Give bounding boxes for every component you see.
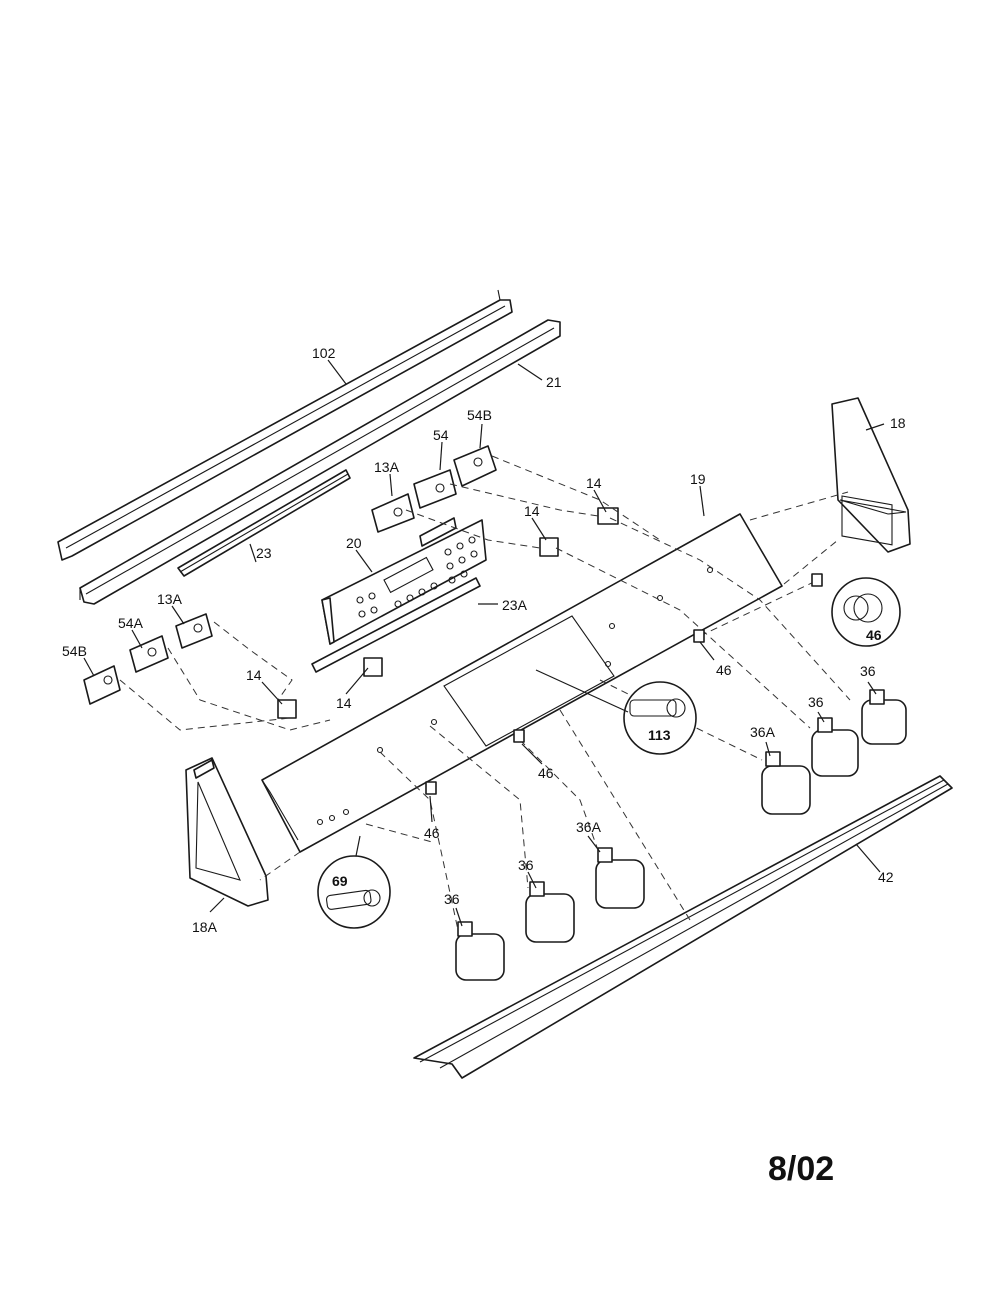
part-14-clip-b — [539, 537, 559, 557]
callout-54b-left: 54B — [62, 643, 87, 659]
callout-36-c: 36 — [518, 857, 534, 873]
part-20-control-panel — [321, 517, 487, 645]
callout-36-a: 36 — [860, 663, 876, 679]
part-46-fastener-right — [693, 629, 705, 643]
detail-circle-69 — [317, 855, 391, 929]
callout-20: 20 — [346, 535, 362, 551]
part-18a-left-bracket — [185, 757, 269, 907]
callout-36-d: 36 — [444, 891, 460, 907]
callout-labels: 102 21 54B 54 13A 18 19 14 14 20 23 23A … — [62, 345, 906, 935]
callout-36a-right: 36A — [750, 724, 776, 740]
part-21-channel — [79, 319, 561, 605]
callout-69: 69 — [332, 873, 348, 889]
part-46-fastener-mid — [513, 729, 525, 743]
part-36a-knob-mid — [595, 847, 645, 909]
callout-54b-top: 54B — [467, 407, 492, 423]
part-42-bottom-extrusion — [413, 775, 953, 1079]
callout-13a-top: 13A — [374, 459, 400, 475]
part-46-fastener-left — [425, 781, 437, 795]
callout-18a: 18A — [192, 919, 218, 935]
part-46-fastener-top — [811, 573, 823, 587]
callout-14-d: 14 — [336, 695, 352, 711]
callout-23: 23 — [256, 545, 272, 561]
callout-46-b: 46 — [538, 765, 554, 781]
callout-54-top: 54 — [433, 427, 449, 443]
date-stamp: 8/02 — [768, 1150, 835, 1188]
callout-36-b: 36 — [808, 694, 824, 710]
part-23-trim-strip — [177, 469, 351, 577]
callout-113: 113 — [648, 727, 671, 743]
callout-42: 42 — [878, 869, 894, 885]
part-54a-left-switch — [129, 635, 169, 673]
part-19-backguard — [261, 513, 783, 853]
part-54-top-switch — [413, 469, 457, 509]
callout-102: 102 — [312, 345, 336, 361]
part-13a-left-switch — [175, 613, 213, 649]
part-36a-knob-right — [761, 751, 811, 815]
callout-54a: 54A — [118, 615, 144, 631]
part-36-knob-right — [811, 717, 859, 777]
callout-36a-mid: 36A — [576, 819, 602, 835]
part-36-knob-left — [455, 921, 505, 981]
callout-46-a: 46 — [716, 662, 732, 678]
part-102-rail — [57, 289, 513, 561]
callout-46-circle: 46 — [866, 627, 882, 643]
part-14-clip-a — [597, 507, 619, 525]
callout-21: 21 — [546, 374, 562, 390]
part-54b-left-switch — [83, 665, 121, 705]
part-36-knob-mid — [525, 881, 575, 943]
part-36-knob-far-right — [861, 689, 907, 745]
leader-lines — [83, 359, 885, 927]
callout-13a-left: 13A — [157, 591, 183, 607]
keypad-buttons — [356, 536, 478, 618]
callout-14-c: 14 — [246, 667, 262, 683]
callout-23a: 23A — [502, 597, 528, 613]
detail-circle-46 — [831, 577, 901, 647]
callout-46-c: 46 — [424, 825, 440, 841]
callout-14-a: 14 — [586, 475, 602, 491]
part-13a-top-switch — [371, 493, 415, 533]
part-23a-lower-trim — [311, 577, 481, 673]
part-18-right-bracket — [831, 397, 911, 553]
part-54b-top-switch — [453, 445, 497, 487]
callout-19: 19 — [690, 471, 706, 487]
part-14-clip-d — [363, 657, 383, 677]
callout-18: 18 — [890, 415, 906, 431]
detail-circle-113 — [623, 681, 697, 755]
callout-14-b: 14 — [524, 503, 540, 519]
assembly-guide-lines — [119, 455, 851, 931]
